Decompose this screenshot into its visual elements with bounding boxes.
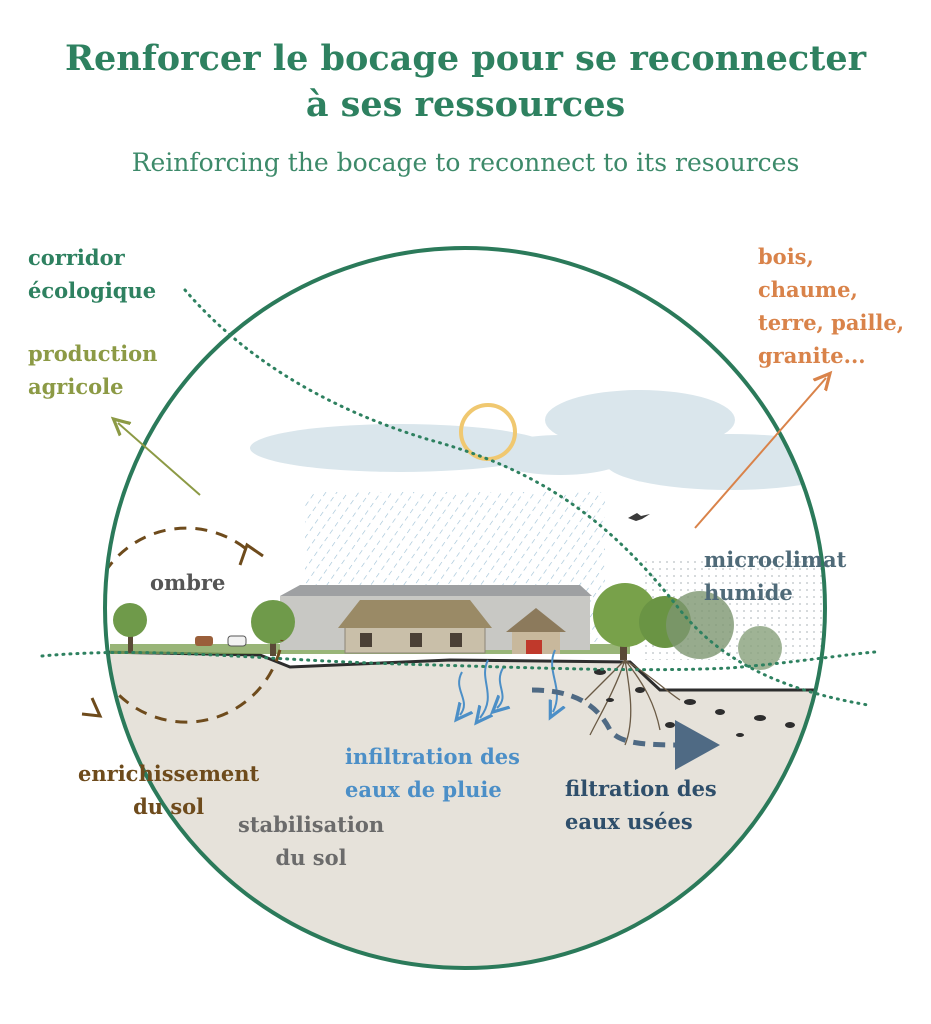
tree-icon [251,600,295,656]
corridor-label-line2: écologique [28,278,157,303]
house-icon [338,600,492,654]
main-circle [103,246,827,970]
corridor-line [183,288,870,707]
production-label-line1: production [28,341,158,366]
subtitle: Reinforcing the bocage to reconnect to i… [131,148,800,177]
tree-icon [113,603,147,653]
title-line-1: Renforcer le bocage pour se reconnecter [64,38,867,79]
infiltration-arrows [459,649,557,718]
infiltration-label-line2: eaux de pluie [345,777,502,802]
stones [594,669,795,737]
corridor-label: corridor écologique [28,241,156,307]
enrichissement-label: enrichissement du sol [78,757,259,823]
shade-cycle-circle [105,526,284,724]
enrichissement-label-line1: enrichissement [78,761,260,786]
enrichissement-label-line2: du sol [133,794,205,819]
soil-section [105,652,825,968]
stabilisation-label: stabilisation du sol [238,808,384,874]
materials-label: bois, chaume, terre, paille, granite... [758,240,904,372]
infiltration-label-line1: infiltration des [345,744,520,769]
shade-arrowhead-bottom [81,697,103,718]
shade-arrowhead-top [238,542,264,566]
house-icon [506,608,566,654]
production-label-line2: agricole [28,374,124,399]
cow-icon [195,635,247,647]
production-label: production agricole [28,337,157,403]
cloud-icon [250,390,825,490]
landscape-section [105,390,825,968]
stabilisation-label-line2: du sol [275,845,347,870]
microclimat-label-line1: microclimat [704,547,847,572]
ombre-label: ombre [150,570,226,595]
materials-label-line4: granite... [758,343,866,368]
materials-label-line1: bois, [758,244,814,269]
materials-arrow [694,378,826,529]
stabilisation-label-line1: stabilisation [238,812,385,837]
filtration-label-line1: filtration des [565,776,717,801]
tree-icon [666,591,782,670]
filtration-arrow [531,687,720,770]
filtration-label: filtration des eaux usées [565,772,717,838]
materials-label-line2: chaume, [758,277,858,302]
bird-icon [628,513,650,521]
infiltration-label: infiltration des eaux de pluie [345,740,520,806]
filtration-label-line2: eaux usées [565,809,693,834]
microclimat-label: microclimat humide [704,543,846,609]
corridor-line [40,650,877,672]
farm-buildings [280,585,592,654]
corridor-label-line1: corridor [28,245,125,270]
materials-label-line3: terre, paille, [758,310,905,335]
title-line-2: à ses ressources [305,84,626,125]
production-arrow [118,423,201,496]
microclimat-label-line2: humide [704,580,793,605]
